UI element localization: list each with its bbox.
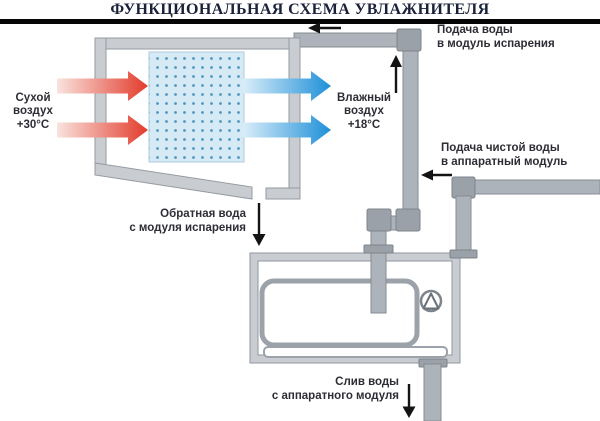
label-return-water-line2: с модуля испарения xyxy=(129,222,246,234)
label-humid-air-line2: воздух xyxy=(344,105,384,117)
clean-water-pipe-horizontal xyxy=(472,179,600,195)
label-return-water-line1: Обратная вода xyxy=(160,208,246,220)
water-flow-arrows xyxy=(252,22,452,418)
funnel-outlet-wall xyxy=(265,187,301,200)
pipe-collar-clean-water xyxy=(449,249,478,259)
flow-arrow-return-down-head xyxy=(252,234,266,246)
label-water-supply-evap-line2: в модуль испарения xyxy=(437,38,555,50)
label-drain-line2: с аппаратного модуля xyxy=(272,390,399,402)
module-wall-top xyxy=(94,37,301,50)
flow-arrow-supply-up-head xyxy=(390,55,402,67)
label-clean-water-supply-line1: Подача чистой воды xyxy=(441,142,560,154)
label-drain-line1: Слив воды xyxy=(335,376,399,388)
pump-icon xyxy=(419,289,443,313)
humid-air-arrow-1 xyxy=(243,71,331,101)
module-wall-right xyxy=(288,37,301,200)
pipe-elbow-jog-right xyxy=(395,208,421,232)
funnel-wall xyxy=(94,162,253,200)
label-humid-air-line1: Влажный xyxy=(337,92,391,104)
pipe-elbow-clean-water xyxy=(451,176,476,199)
supply-pipe-top xyxy=(293,32,403,48)
dry-air-arrow-2 xyxy=(57,115,148,145)
label-water-supply-evap-line1: Подача воды xyxy=(437,24,513,36)
label-dry-air-line1: Сухой xyxy=(15,92,50,104)
labels: Сухой воздух +30°C Влажный воздух +18°C … xyxy=(13,24,567,402)
label-dry-air-line2: воздух xyxy=(13,105,53,117)
evaporative-pad xyxy=(148,51,245,163)
label-drain: Слив воды с аппаратного модуля xyxy=(272,376,399,402)
air-flow-arrows xyxy=(57,71,331,145)
pipe-collar-tank-entry xyxy=(363,244,394,254)
flow-arrow-clean-water-left-head xyxy=(421,169,433,181)
humid-air-arrow-2 xyxy=(243,115,331,145)
label-clean-water-supply-line2: в аппаратный модуль xyxy=(441,156,567,168)
pipework xyxy=(293,28,600,421)
drain-pipe xyxy=(423,363,442,421)
label-dry-air-line3: +30°C xyxy=(17,119,49,131)
pump-triangle xyxy=(422,292,440,310)
title-underline-bar xyxy=(0,19,600,24)
tank-bottom-slot xyxy=(263,346,448,358)
supply-pipe-lower xyxy=(370,228,387,314)
pipe-elbow-top-right xyxy=(396,28,422,52)
label-clean-water-supply: Подача чистой воды в аппаратный модуль xyxy=(441,142,567,168)
page-title: ФУНКЦИОНАЛЬНАЯ СХЕМА УВЛАЖНИТЕЛЯ xyxy=(110,1,490,18)
flow-arrow-supply-left-head xyxy=(308,22,320,34)
evaporation-module xyxy=(94,37,301,200)
supply-pipe-riser xyxy=(402,48,419,213)
module-wall-left xyxy=(94,37,107,176)
label-water-supply-evap: Подача воды в модуль испарения xyxy=(437,24,555,50)
water-basin xyxy=(259,278,420,348)
label-humid-air-line3: +18°C xyxy=(348,119,380,131)
label-dry-air: Сухой воздух +30°C xyxy=(13,92,53,131)
flow-arrow-drain-down-head xyxy=(402,406,416,418)
pipe-elbow-jog-left xyxy=(366,208,392,232)
label-return-water: Обратная вода с модуля испарения xyxy=(129,208,246,234)
label-humid-air: Влажный воздух +18°C xyxy=(337,92,391,131)
clean-water-pipe-vertical xyxy=(455,195,472,257)
dry-air-arrow-1 xyxy=(57,71,148,101)
